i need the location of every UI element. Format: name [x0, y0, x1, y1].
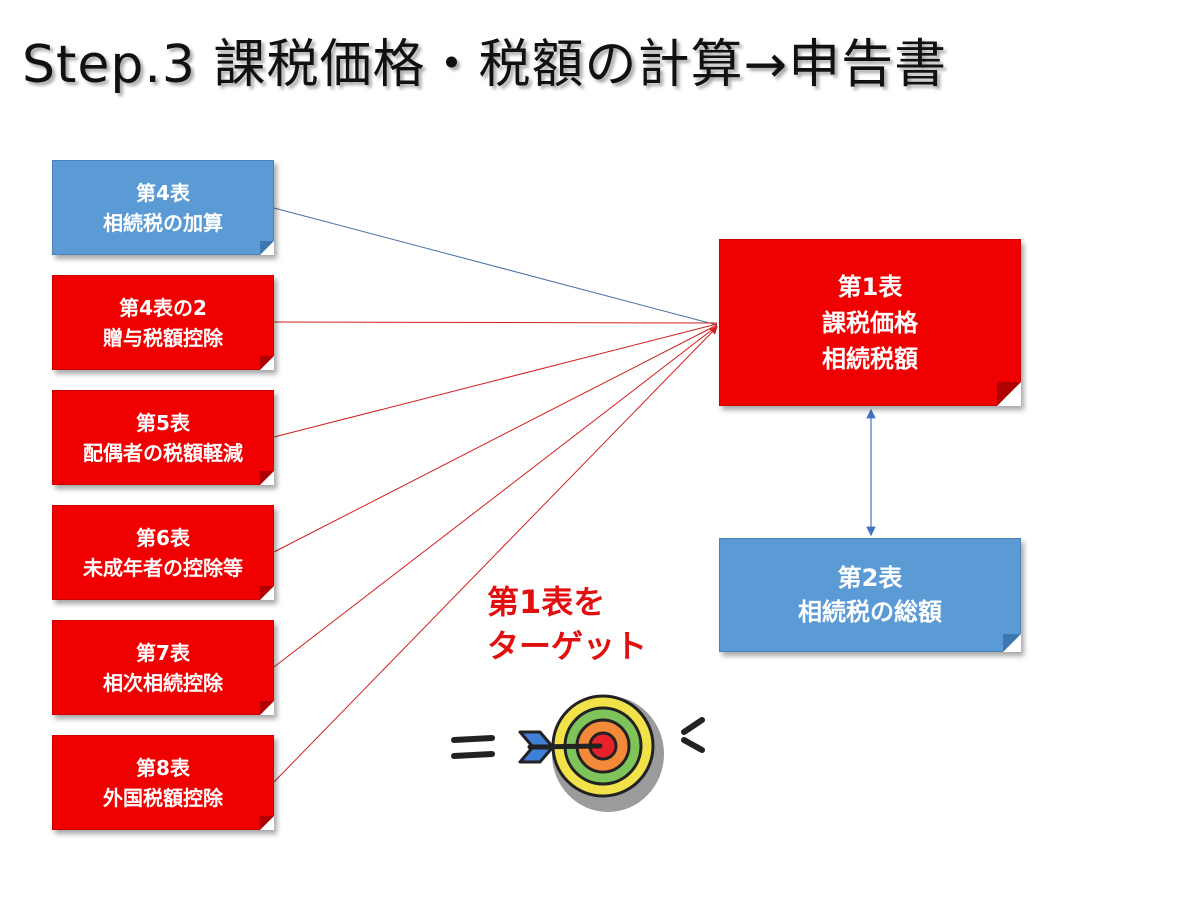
target-label-line2: ターゲット: [487, 627, 648, 665]
table6-box: 第6表 未成年者の控除等: [52, 505, 274, 600]
page-fold-icon: [260, 816, 274, 830]
table1-box: 第1表 課税価格 相続税額: [719, 239, 1021, 406]
page-fold-icon: [260, 471, 274, 485]
table7-number: 第7表: [136, 640, 190, 665]
table4-number: 第4表: [136, 180, 190, 205]
connector-table7: [273, 325, 718, 668]
table6-label: 未成年者の控除等: [83, 555, 243, 580]
connector-table4-2: [273, 321, 718, 324]
page-fold-icon: [260, 241, 274, 255]
table4-2-number: 第4表の2: [119, 295, 207, 320]
slide-title: Step.3 課税価格・税額の計算→申告書: [22, 35, 948, 95]
connector-table8: [273, 326, 718, 783]
table2-label: 相続税の総額: [798, 598, 942, 626]
table6-number: 第6表: [136, 525, 190, 550]
table5-number: 第5表: [136, 410, 190, 435]
table4-box: 第4表 相続税の加算: [52, 160, 274, 255]
connector-table4: [273, 207, 718, 326]
table4-2-box: 第4表の2 贈与税額控除: [52, 275, 274, 370]
table1-label-price: 課税価格: [822, 308, 918, 337]
table8-number: 第8表: [136, 755, 190, 780]
table8-box: 第8表 外国税額控除: [52, 735, 274, 830]
table4-2-label: 贈与税額控除: [103, 325, 223, 350]
table4-label: 相続税の加算: [103, 210, 223, 235]
table2-number: 第2表: [837, 564, 903, 592]
page-fold-icon: [260, 586, 274, 600]
target-label: 第1表を ターゲット: [487, 580, 647, 668]
page-fold-icon: [260, 356, 274, 370]
bullseye-arrow-icon: [451, 694, 705, 812]
table1-label-tax: 相続税額: [822, 344, 918, 373]
table1-number: 第1表: [837, 272, 903, 301]
page-fold-icon: [1003, 634, 1021, 652]
table5-label: 配偶者の税額軽減: [83, 440, 243, 465]
connector-table6: [273, 324, 718, 553]
table2-box: 第2表 相続税の総額: [719, 538, 1021, 652]
target-label-line1: 第1表を: [487, 583, 606, 621]
table7-box: 第7表 相次相続控除: [52, 620, 274, 715]
table8-label: 外国税額控除: [103, 785, 223, 810]
connector-table5: [273, 323, 718, 438]
table5-box: 第5表 配偶者の税額軽減: [52, 390, 274, 485]
table7-label: 相次相続控除: [103, 670, 223, 695]
page-fold-icon: [997, 382, 1021, 406]
page-fold-icon: [260, 701, 274, 715]
